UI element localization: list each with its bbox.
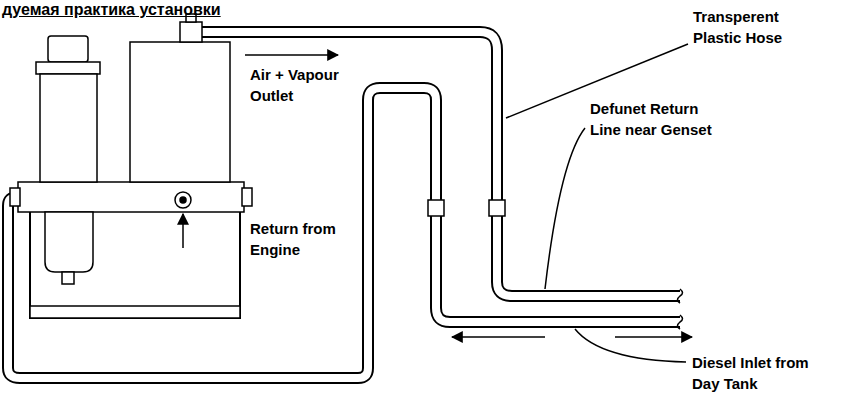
return-inlet <box>175 192 191 208</box>
filter-cap <box>48 36 88 62</box>
heading: дуемая практика установки <box>2 1 221 19</box>
separator-cylinder <box>130 42 230 182</box>
vent-valve <box>180 22 202 42</box>
leader-line <box>545 128 585 289</box>
drain-plug <box>62 272 74 284</box>
bolt <box>10 188 20 206</box>
filter-body <box>40 74 97 182</box>
filter-bowl <box>45 212 93 272</box>
callout-label: Diesel Inlet from Day Tank <box>692 352 832 394</box>
mount-frame <box>30 205 240 318</box>
flow-arrow <box>452 336 545 338</box>
flow-arrow <box>245 54 338 56</box>
callout-label: Return from Engine <box>250 218 362 260</box>
flow-arrow <box>182 214 184 248</box>
filter-flange <box>36 62 100 74</box>
base-plate <box>30 306 240 318</box>
leader-line <box>575 329 686 362</box>
bolt <box>242 188 252 206</box>
pipe-fitting <box>428 200 444 216</box>
pipe-break <box>678 289 683 303</box>
hose-fitting <box>489 200 505 216</box>
callout-label: Air + Vapour Outlet <box>250 64 362 106</box>
pipe-break <box>678 315 683 329</box>
callout-label: Defunet Return Line near Genset <box>590 98 728 140</box>
flow-arrow <box>615 336 692 338</box>
callout-label: Transperent Plastic Hose <box>693 6 797 48</box>
return-inlet-bore <box>180 197 186 203</box>
manifold-block <box>18 182 244 212</box>
